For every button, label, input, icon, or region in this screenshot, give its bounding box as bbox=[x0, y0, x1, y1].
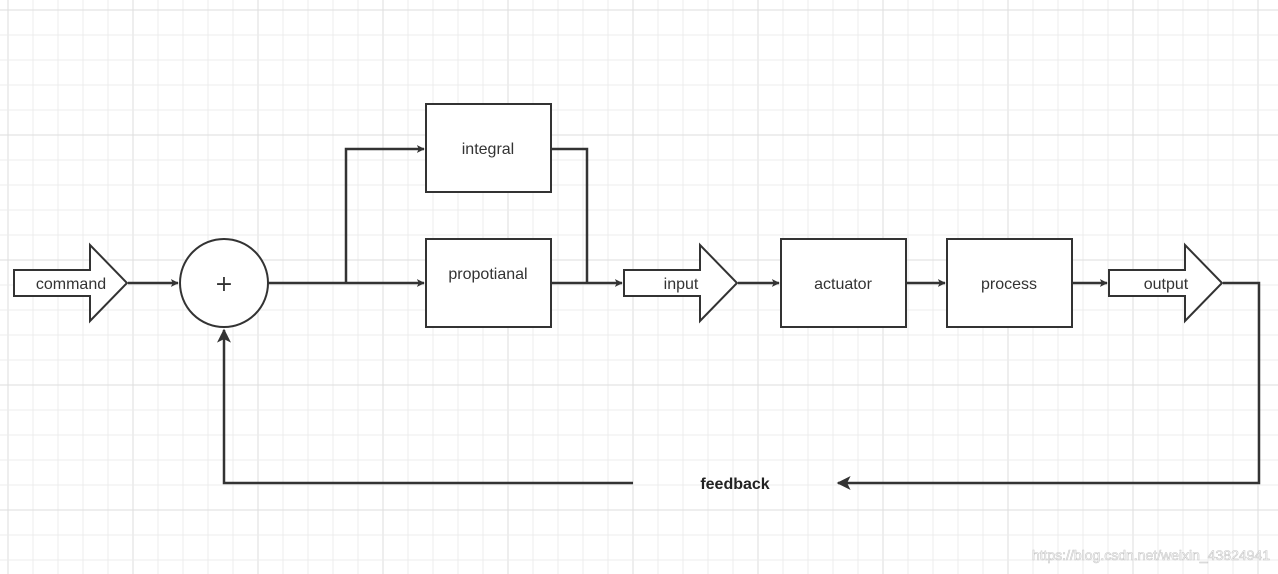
proportional-label: propotianal bbox=[448, 266, 527, 283]
wire-feedback-right bbox=[836, 281, 1261, 490]
input-label: input bbox=[664, 276, 699, 293]
wire-branch-to-integral bbox=[344, 145, 425, 283]
integral-label: integral bbox=[462, 141, 514, 158]
watermark-text: https://blog.csdn.net/weixin_43824941 bbox=[1032, 547, 1270, 563]
output-label: output bbox=[1144, 276, 1189, 293]
summing-junction-sign: + bbox=[215, 272, 233, 297]
actuator-label: actuator bbox=[814, 276, 872, 293]
output-block-arrow: output bbox=[1108, 242, 1224, 324]
proportional-block: propotianal bbox=[425, 238, 552, 328]
summing-junction: + bbox=[179, 238, 269, 328]
actuator-block: actuator bbox=[780, 238, 907, 328]
command-label: command bbox=[36, 276, 106, 293]
connectors bbox=[128, 145, 1261, 490]
process-block: process bbox=[946, 238, 1073, 328]
process-label: process bbox=[981, 276, 1037, 293]
wire-integral-out bbox=[552, 147, 589, 283]
input-block-arrow: input bbox=[623, 242, 739, 324]
feedback-label: feedback bbox=[700, 476, 769, 493]
command-block-arrow: command bbox=[13, 242, 129, 324]
wire-feedback-left bbox=[217, 328, 633, 485]
integral-block: integral bbox=[425, 103, 552, 193]
